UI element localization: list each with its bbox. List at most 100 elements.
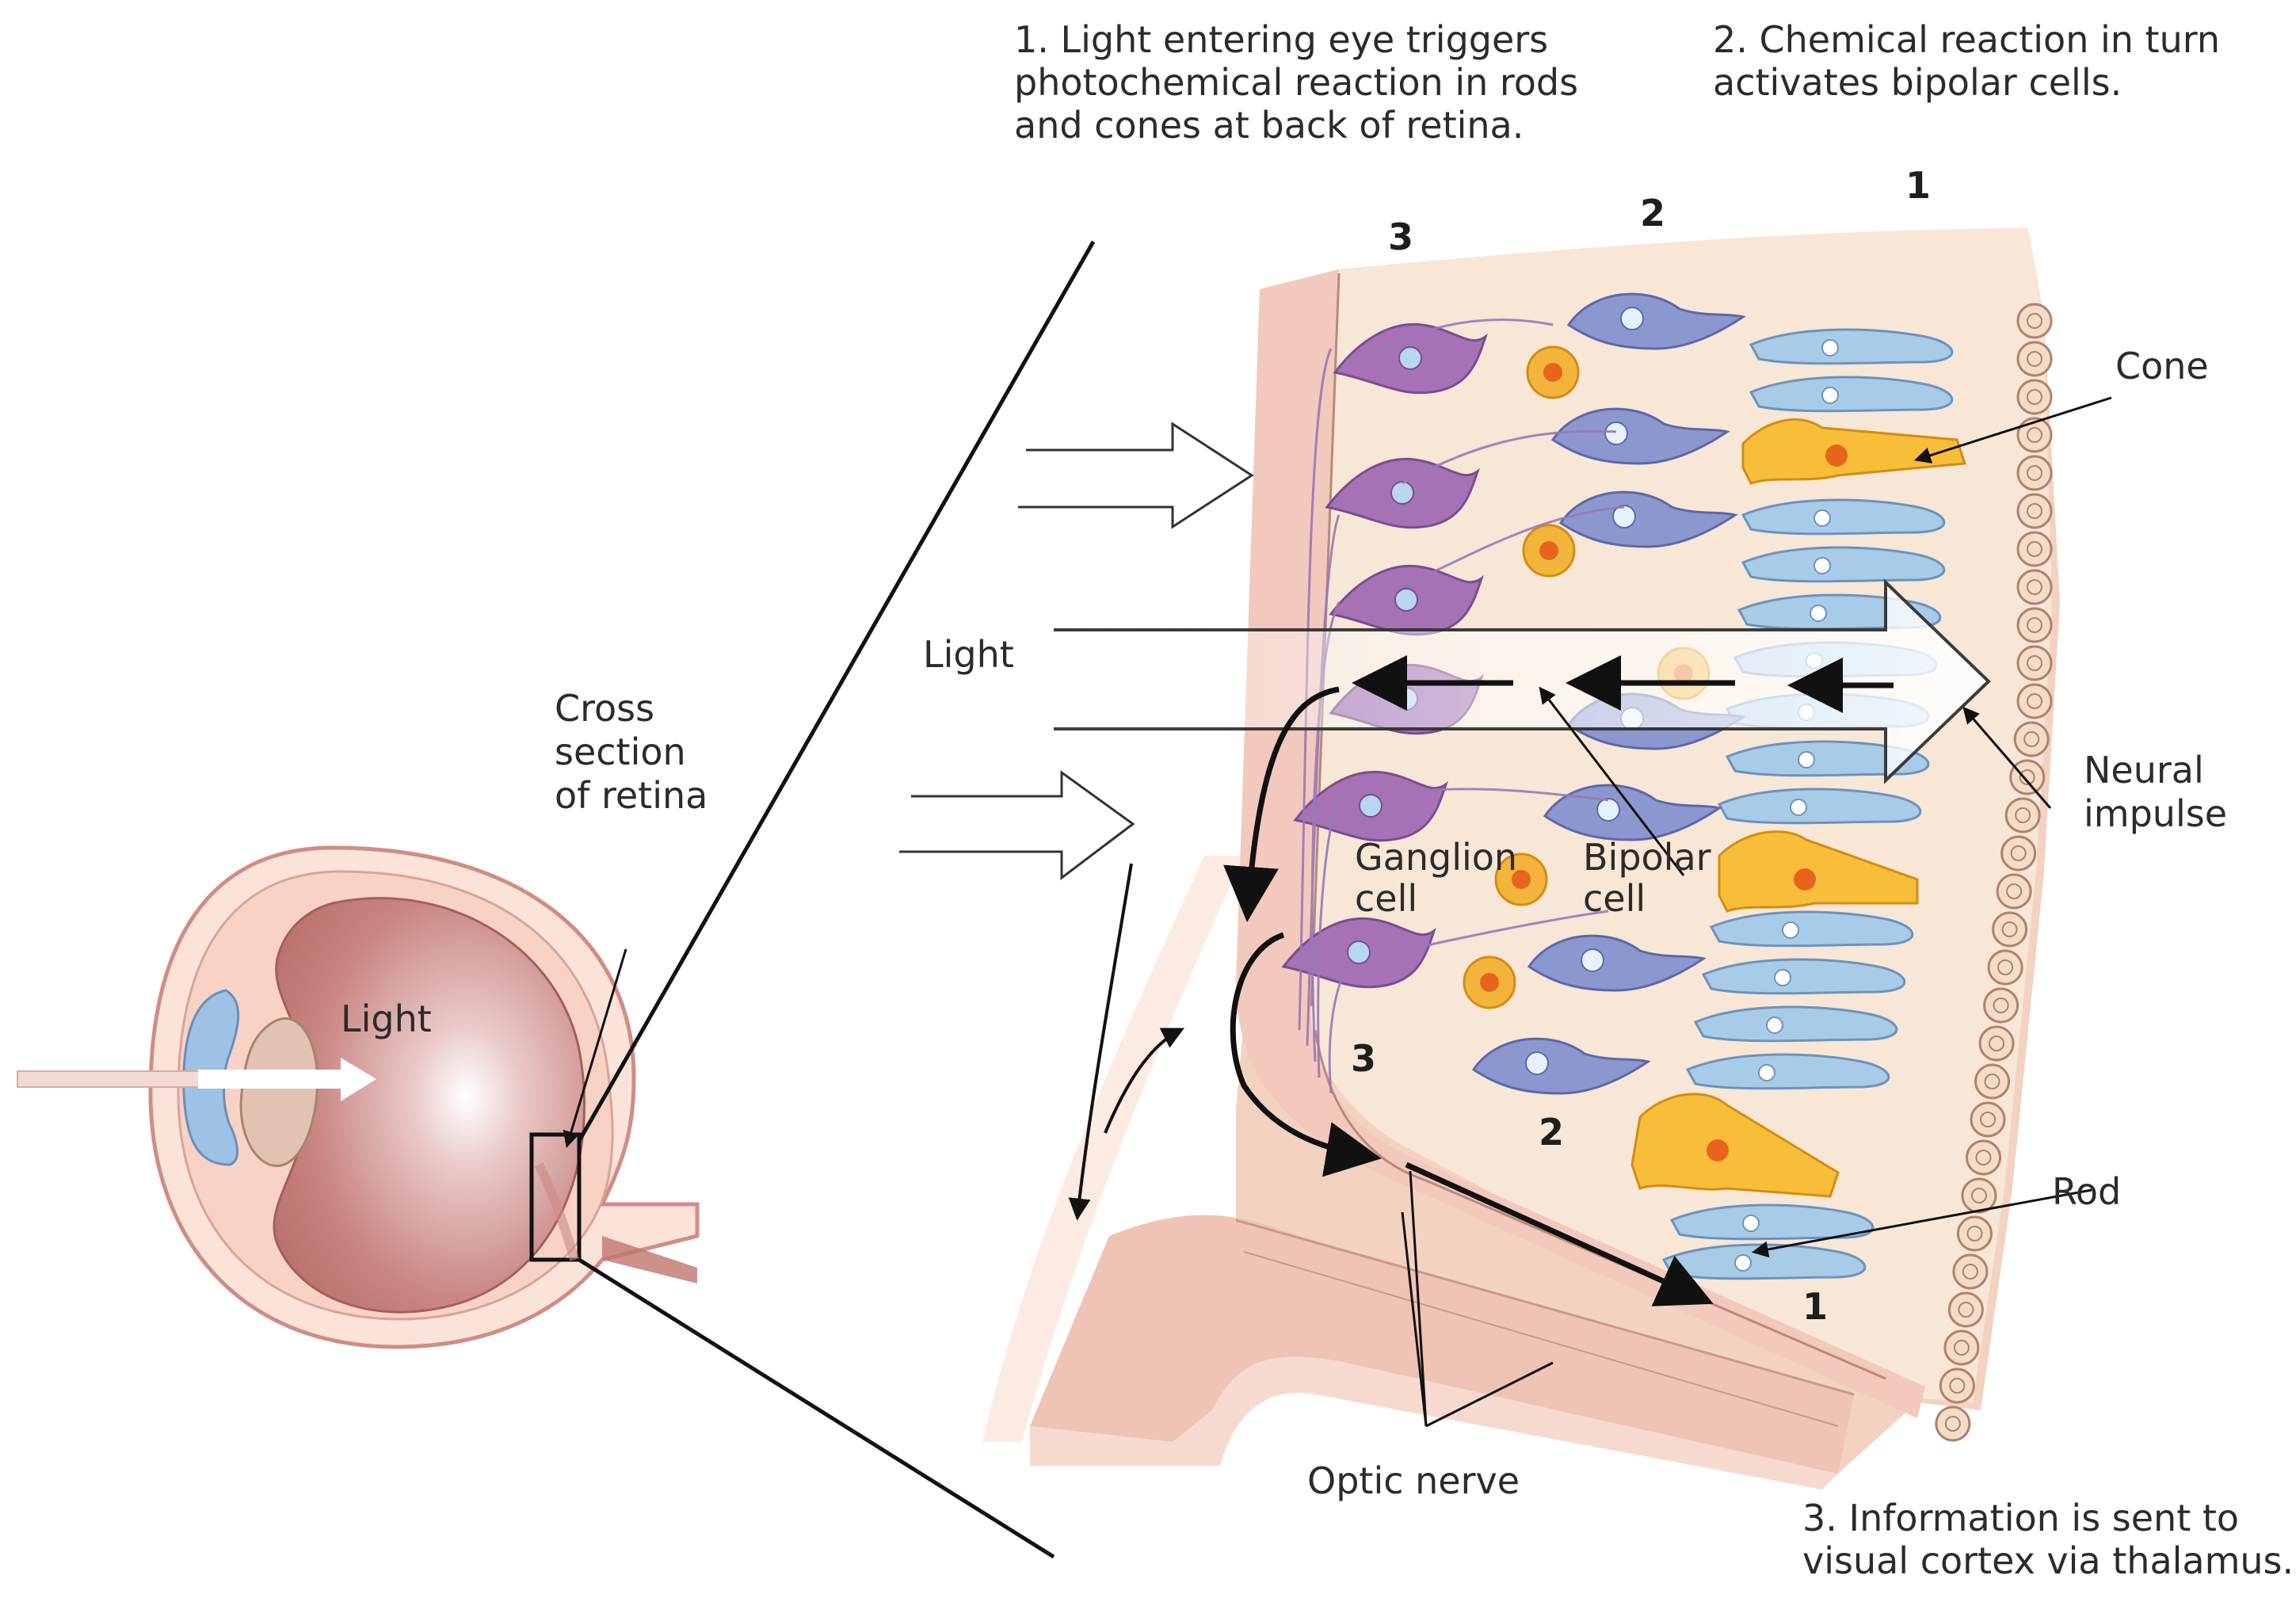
bipolar-cell: [1527, 934, 1707, 992]
pigment-bead: [2016, 645, 2053, 681]
label-ganglion-cell: Ganglion cell: [1355, 836, 1517, 920]
horizontal-cell: [1526, 345, 1580, 399]
pigment-bead: [1935, 1406, 1971, 1442]
pigment-bead: [2013, 721, 2050, 757]
pigment-bead: [1961, 1177, 1997, 1214]
pigment-bead: [1952, 1253, 1989, 1290]
pigment-bead: [2016, 379, 2053, 415]
rod-cell: [1701, 958, 1906, 995]
caption-step-2: 2. Chemical reaction in turn activates b…: [1713, 18, 2220, 104]
bipolar-cell: [1558, 490, 1738, 548]
pigment-bead: [1970, 1101, 2006, 1138]
svg-text:Neural: Neural: [2084, 749, 2204, 791]
pigment-bead: [1939, 1367, 1975, 1404]
svg-text:impulse: impulse: [2084, 792, 2227, 835]
zoom-line-bottom: [578, 1257, 1055, 1559]
retina-mini: [534, 1162, 579, 1261]
svg-text:2: 2: [1640, 192, 1665, 235]
pigment-bead: [2009, 759, 2046, 795]
pigment-bead: [1947, 1291, 1984, 1328]
horizontal-cell: [1463, 955, 1516, 1009]
rod-cell: [1661, 1243, 1867, 1280]
light-arrow-small: [1018, 421, 1254, 529]
pigment-bead: [2000, 835, 2037, 872]
rod-cell: [1725, 740, 1930, 777]
ganglion-cell: [1293, 770, 1448, 842]
pigment-bead: [2016, 341, 2053, 377]
svg-text:2. Chemical reaction in turn: 2. Chemical reaction in turn: [1713, 18, 2220, 61]
cone-cell: [1630, 1093, 1840, 1198]
rod-cell: [1693, 1005, 1898, 1043]
bipolar-cell: [1550, 407, 1730, 465]
svg-text:3: 3: [1388, 216, 1413, 258]
eye-illustration: [17, 845, 700, 1349]
pigment-bead: [1974, 1063, 2011, 1100]
svg-text:cell: cell: [1355, 877, 1417, 920]
svg-text:3: 3: [1351, 1037, 1376, 1080]
svg-text:1. Light entering eye triggers: 1. Light entering eye triggers: [1014, 18, 1548, 61]
cones-layer: [1630, 418, 1967, 1198]
rod-cell: [1717, 788, 1922, 825]
pigment-epithelium: [1935, 303, 2053, 1442]
svg-text:3. Information is sent to: 3. Information is sent to: [1802, 1497, 2239, 1539]
svg-text:and cones at back of retina.: and cones at back of retina.: [1014, 104, 1524, 147]
retina-section: [563, 228, 2112, 1489]
pigment-bead: [2016, 683, 2053, 719]
svg-text:photochemical reaction in rods: photochemical reaction in rods: [1014, 61, 1578, 104]
bipolar-cell: [1566, 292, 1746, 350]
label-optic-nerve: Optic nerve: [1307, 1459, 1520, 1502]
rod-cell: [1669, 1203, 1875, 1241]
pigment-bead: [1965, 1139, 2001, 1176]
svg-text:1: 1: [1802, 1285, 1828, 1328]
svg-text:cell: cell: [1583, 877, 1646, 920]
pigment-bead: [1992, 911, 2028, 948]
pigment-bead: [1943, 1329, 1980, 1366]
ganglion-cell: [1325, 457, 1480, 529]
cone-cell: [1741, 418, 1967, 485]
svg-text:visual cortex via thalamus.: visual cortex via thalamus.: [1802, 1539, 2294, 1582]
ganglion-cell: [1281, 917, 1436, 989]
label-neural-impulse: Neural impulse: [2084, 749, 2227, 835]
optic-nerve-stub: [602, 1236, 697, 1284]
label-light-retina: Light: [923, 633, 1014, 676]
light-arrow-large: [1054, 578, 1991, 784]
label-cross-section: Cross section of retina: [555, 687, 707, 817]
horizontal-cell: [1494, 852, 1548, 906]
pigment-bead: [2016, 303, 2053, 339]
pigment-bead: [1983, 987, 2019, 1024]
pigment-bead: [2016, 493, 2053, 529]
pigment-bead: [2016, 417, 2053, 453]
eyeball: [273, 897, 585, 1314]
caption-step-1: 1. Light entering eye triggers photochem…: [1014, 18, 1578, 147]
label-light-eye: Light: [341, 997, 432, 1040]
ganglion-cell: [1333, 322, 1488, 395]
caption-step-3: 3. Information is sent to visual cortex …: [1802, 1497, 2294, 1582]
svg-text:section: section: [555, 730, 686, 773]
cross-section-box: [529, 1132, 582, 1262]
svg-text:2: 2: [1539, 1111, 1564, 1154]
pigment-bead: [2004, 797, 2041, 833]
light-arrow-eye: [198, 1058, 376, 1101]
rod-cell: [1749, 376, 1954, 413]
svg-text:1: 1: [1905, 164, 1931, 207]
pigment-bead: [1987, 949, 2023, 986]
svg-text:Bipolar: Bipolar: [1583, 836, 1711, 879]
svg-text:of retina: of retina: [555, 774, 707, 817]
svg-text:activates bipolar cells.: activates bipolar cells.: [1713, 61, 2122, 104]
pigment-bead: [1956, 1215, 1993, 1252]
layer-numbers: 3 2 1 3 2 1: [1351, 164, 1931, 1328]
optic-nerve: [1030, 1215, 1854, 1474]
light-arrow-small: [899, 770, 1135, 881]
rod-cell: [1685, 1053, 1890, 1090]
rod-cell: [1741, 498, 1946, 536]
pigment-bead: [1978, 1025, 2015, 1062]
pigment-bead: [2016, 607, 2053, 643]
zoom-line-top: [577, 240, 1096, 1142]
svg-text:Ganglion: Ganglion: [1355, 836, 1517, 879]
pigment-bead: [1996, 873, 2032, 910]
bipolar-cell: [1471, 1037, 1651, 1095]
rod-cell: [1741, 546, 1946, 583]
svg-text:Cross: Cross: [555, 687, 654, 730]
cone-cell: [1718, 830, 1919, 913]
